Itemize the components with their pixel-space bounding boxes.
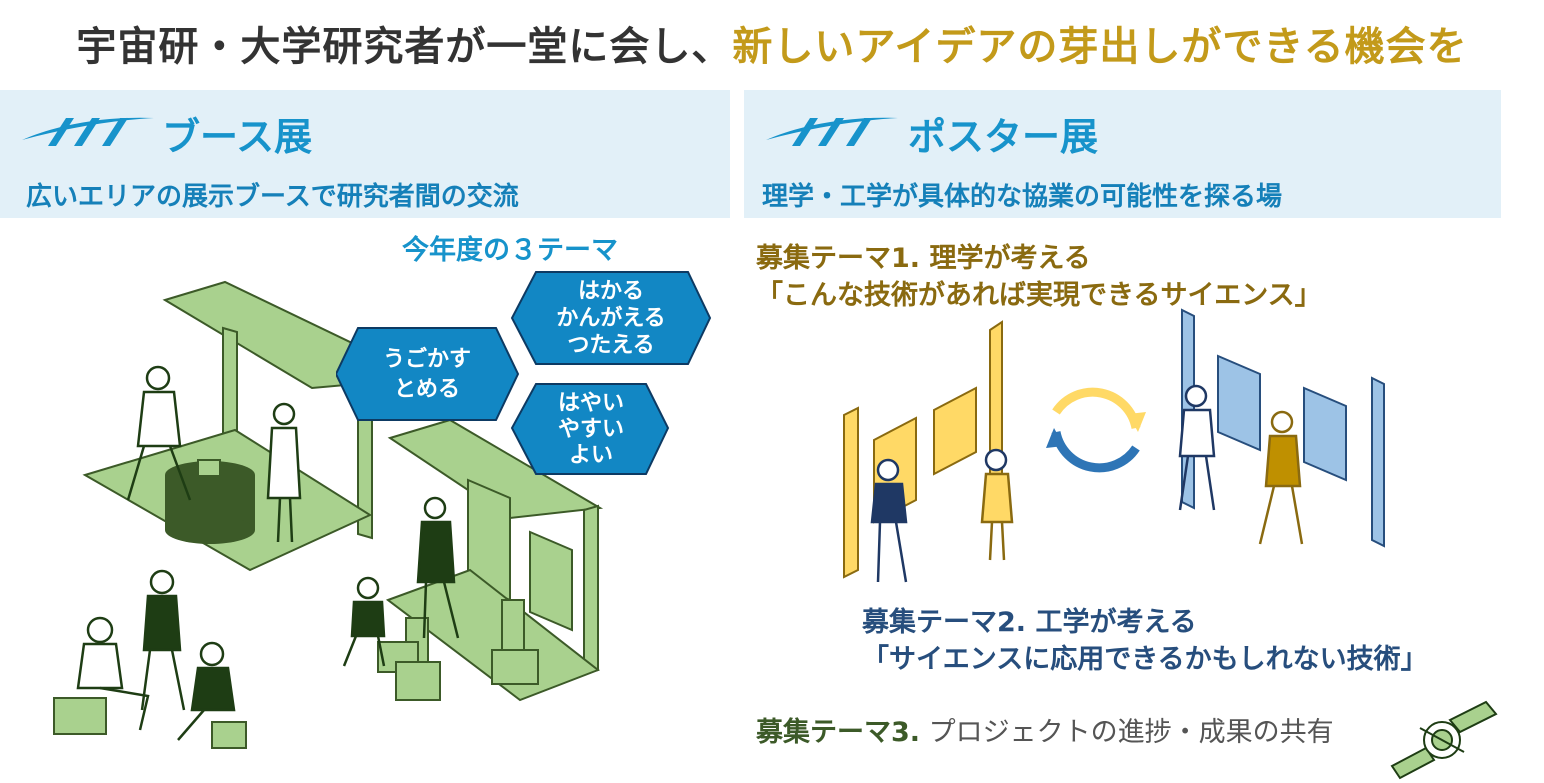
- poster-theme3-label: 募集テーマ3.: [756, 717, 921, 748]
- theme-2-line1: はかる: [578, 279, 644, 304]
- headline-part2: 新しいアイデアの芽出しができる機会を: [732, 24, 1468, 70]
- poster-theme1-label: 募集テーマ1. 理学が考える: [756, 243, 1091, 274]
- headline: 宇宙研・大学研究者が一堂に会し、新しいアイデアの芽出しができる機会を: [0, 14, 1544, 78]
- poster-theme2-label: 募集テーマ2. 工学が考える: [862, 607, 1197, 638]
- isas-logo: [22, 117, 154, 146]
- theme-hex-3: はやい やすい よい: [510, 383, 670, 475]
- theme-3-line2: やすい: [558, 417, 624, 442]
- theme-1-line2: とめる: [394, 377, 460, 402]
- cycle-arrows-icon: [1046, 387, 1146, 473]
- poster-theme3: 募集テーマ3. プロジェクトの進捗・成果の共有: [756, 710, 1334, 749]
- theme-3-line3: よい: [569, 443, 613, 468]
- theme-2-line3: つたえる: [567, 333, 654, 358]
- booth-panel-header: [0, 90, 730, 218]
- poster-theme3-text: プロジェクトの進捗・成果の共有: [928, 717, 1334, 748]
- themes-label: 今年度の３テーマ: [402, 235, 618, 266]
- theme-hexagons: うごかす とめる はかる かんがえる つたえる はやい やすい よい: [336, 271, 712, 475]
- poster-panel-header: [744, 90, 1501, 218]
- booth-subtitle: 広いエリアの展示ブースで研究者間の交流: [26, 182, 519, 212]
- poster-theme1-quote: 「こんな技術があれば実現できるサイエンス」: [756, 280, 1322, 311]
- poster-theme1: 募集テーマ1. 理学が考える 「こんな技術があれば実現できるサイエンス」: [756, 240, 1322, 314]
- theme-hex-1: うごかす とめる: [336, 327, 520, 421]
- headline-part1: 宇宙研・大学研究者が一堂に会し、: [76, 24, 733, 70]
- poster-title: ポスター展: [908, 115, 1099, 159]
- theme-3-line1: はやい: [558, 391, 624, 416]
- satellite-icon: [1390, 700, 1498, 780]
- poster-illustration: [843, 308, 1385, 583]
- poster-subtitle: 理学・工学が具体的な協業の可能性を探る場: [762, 182, 1283, 212]
- isas-logo: [766, 117, 898, 146]
- poster-theme2: 募集テーマ2. 工学が考える 「サイエンスに応用できるかもしれない技術」: [862, 604, 1428, 678]
- poster-theme2-quote: 「サイエンスに応用できるかもしれない技術」: [862, 644, 1428, 675]
- booth-title: ブース展: [162, 115, 313, 159]
- theme-2-line2: かんがえる: [556, 305, 665, 331]
- theme-hex-2: はかる かんがえる つたえる: [510, 271, 712, 365]
- theme-1-line1: うごかす: [383, 346, 471, 372]
